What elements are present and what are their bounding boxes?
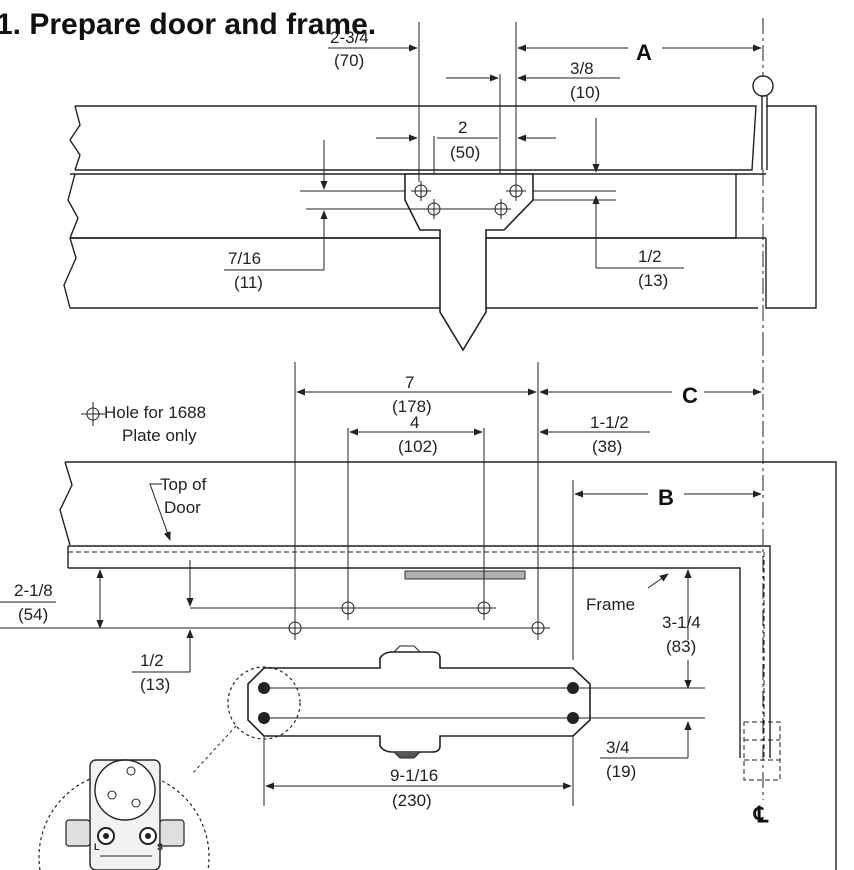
door-closer-body [247,645,705,759]
dim-1-2: 1/2 [638,247,662,266]
door-top-edge [68,567,741,758]
dim-2-1-8: 2-1/8 [14,581,53,600]
detail-mark-l: L [94,842,100,852]
dim-2-3-4: 2-3/4 [330,28,369,47]
dim-3-1-4-mm: (83) [666,637,696,656]
dim-9-1-16-mm: (230) [392,791,432,810]
hole-legend: Hole for 1688 Plate only [81,402,206,445]
dim-a-label: A [636,40,652,65]
dim-1-1-2: 1-1/2 [590,413,629,432]
dim-3-4-mm: (19) [606,762,636,781]
top-of-door-line-2: Door [164,498,201,517]
hinge-pin-icon [752,75,774,97]
page-title: 1. Prepare door and frame. [0,8,376,41]
door-top-view: A 2-3/4 (70) 3/8 (10) 2 (50) 7/16 (11) 1… [63,18,817,352]
door-top-rail [75,105,757,171]
dim-3-1-4: 3-1/4 [662,613,701,632]
centerline-symbol: ℄ [753,802,769,827]
dim-2-3-4-mm: (70) [334,51,364,70]
dim-2-1-8-mm: (54) [18,605,48,624]
dim-1-2b-mm: (13) [140,675,170,694]
dim-b-label: B [658,485,674,510]
dim-7-mm: (178) [392,397,432,416]
dim-c-label: C [682,383,698,408]
dim-2-mm: (50) [450,143,480,162]
hinge-outline [743,721,781,781]
detail-mark-s: S [157,842,163,852]
plate-holes [411,181,526,219]
mounting-plate [404,173,534,352]
dim-7: 7 [405,373,414,392]
dim-3-8-mm: (10) [570,83,600,102]
dim-1-2b: 1/2 [140,651,164,670]
door-middle-rail [70,173,737,239]
dim-4: 4 [410,413,419,432]
legend-line-2: Plate only [122,426,197,445]
dim-4-mm: (102) [398,437,438,456]
frame-label: Frame [586,595,635,614]
top-of-door-line-1: Top of [160,475,207,494]
legend-line-1: Hole for 1688 [104,403,206,422]
door-bottom-rail [70,237,766,309]
dim-9-1-16: 9-1/16 [390,766,438,785]
dim-3-4: 3/4 [606,738,630,757]
detail-callout-circle [227,666,301,740]
dim-7-16-mm: (11) [234,273,263,292]
frame-holes [283,596,550,640]
dim-1-1-2-mm: (38) [592,437,622,456]
frame-header [65,461,837,870]
frame-view: ℄ C 7 (178) 4 (102) [0,340,837,870]
closer-end-detail: L S [38,759,210,870]
dim-1-2-mm: (13) [638,271,668,290]
door-break-line [69,105,81,171]
frame-stop-line [68,545,771,758]
arm-shoe [404,570,526,580]
frame-stop [765,105,817,309]
dim-2: 2 [458,118,467,137]
dim-3-8: 3/8 [570,59,594,78]
dim-7-16: 7/16 [228,249,261,268]
